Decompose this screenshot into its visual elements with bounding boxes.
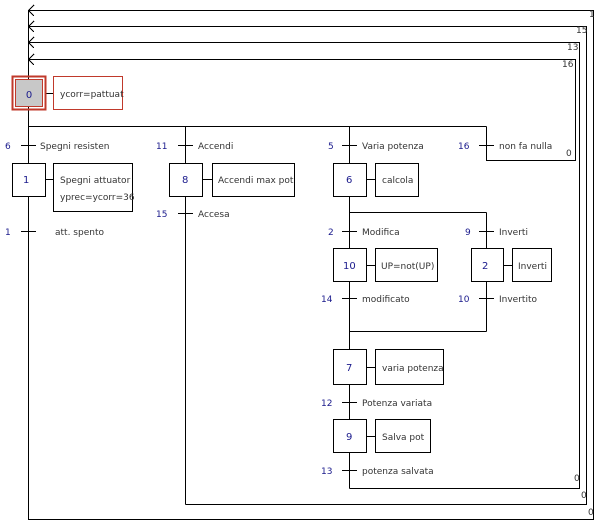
step-9[interactable]: 9 (333, 419, 367, 453)
step-1-action-line1: Spegni attuator (60, 176, 131, 186)
step-1-action-line2: yprec=ycorr=36 (60, 193, 135, 203)
step-2-number: 2 (482, 261, 488, 272)
transition-6-label: Spegni resisten (40, 142, 109, 152)
transition-9-number: 9 (465, 228, 471, 238)
loop-target-15: 15 (576, 26, 587, 36)
transition-9-label: Inverti (499, 228, 528, 238)
step-7-action-text: varia potenza (382, 364, 444, 374)
step-8-action[interactable]: Accendi max pot (212, 163, 295, 197)
loop-source-15: 0 (581, 491, 587, 501)
initial-step-action-text: ycorr=pattuat (60, 90, 124, 100)
loop-target-16: 16 (562, 60, 574, 70)
transition-10-number: 10 (458, 295, 470, 305)
transition-15-label: Accesa (198, 210, 230, 220)
loop-source-16: 0 (566, 149, 572, 159)
step-1-action[interactable]: Spegni attuator yprec=ycorr=36 (53, 163, 135, 212)
loop-source-labels: 0 0 0 0 (566, 149, 594, 518)
transition-11-number: 11 (156, 142, 167, 152)
step-6-action-text: calcola (382, 176, 413, 186)
return-loop-15 (28, 26, 587, 505)
transition-12-label: Potenza variata (362, 399, 432, 409)
step-10-action[interactable]: UP=not(UP) (375, 248, 438, 282)
arrow-loop-13 (27, 36, 35, 49)
transition-5-label: Varia potenza (362, 142, 424, 152)
transition-15-number: 15 (156, 210, 167, 220)
return-loop-13 (28, 42, 580, 489)
transition-16-number: 16 (458, 142, 470, 152)
step-7-action[interactable]: varia potenza (375, 349, 444, 385)
arrow-loop-1 (27, 4, 35, 17)
step-9-number: 9 (346, 432, 352, 443)
loop-target-13: 13 (567, 43, 578, 53)
step-9-action-text: Salva pot (382, 433, 425, 443)
initial-step-number: 0 (26, 90, 32, 101)
step-7-number: 7 (346, 363, 352, 374)
transition-5-number: 5 (328, 142, 334, 152)
transition-10-label: Invertito (499, 295, 537, 305)
step-10[interactable]: 10 (333, 248, 367, 282)
transition-1-number: 1 (5, 228, 11, 238)
loop-source-13: 0 (574, 474, 580, 484)
transition-2-number: 2 (328, 228, 334, 238)
step-6[interactable]: 6 (333, 163, 367, 197)
transition-2-label: Modifica (362, 228, 400, 238)
transition-11-label: Accendi (198, 142, 233, 152)
loop-source-1: 0 (588, 508, 594, 518)
transition-12-number: 12 (321, 399, 332, 409)
step-10-number: 10 (343, 261, 356, 272)
step-1[interactable]: 1 (12, 163, 46, 197)
step-8-action-text: Accendi max pot (218, 176, 294, 186)
loop-target-1: 1 (589, 10, 595, 20)
initial-step-action[interactable]: ycorr=pattuat (53, 76, 125, 110)
transition-6-number: 6 (5, 142, 11, 152)
step-7[interactable]: 7 (333, 349, 367, 385)
transition-13-number: 13 (321, 467, 332, 477)
step-8-number: 8 (182, 175, 188, 186)
step-2-action[interactable]: Inverti (512, 248, 552, 282)
transition-16-label: non fa nulla (499, 142, 552, 152)
transition-1-label: att. spento (55, 228, 104, 238)
step-6-action[interactable]: calcola (375, 163, 419, 197)
loop-target-labels: 1 15 13 16 (562, 10, 595, 70)
step-2-action-text: Inverti (518, 262, 547, 272)
step-2[interactable]: 2 (471, 248, 504, 282)
step-1-number: 1 (23, 175, 29, 186)
transition-labels: 6 Spegni resisten 1 att. spento 11 Accen… (5, 142, 552, 477)
arrow-loop-16 (27, 53, 35, 66)
step-9-action[interactable]: Salva pot (375, 419, 431, 453)
arrow-loop-15 (27, 20, 35, 33)
step-8[interactable]: 8 (169, 163, 203, 197)
transition-14-number: 14 (321, 295, 333, 305)
transition-14-label: modificato (362, 295, 410, 305)
initial-step[interactable]: 0 (11, 75, 47, 111)
transition-13-label: potenza salvata (362, 467, 434, 477)
step-10-action-text: UP=not(UP) (381, 262, 434, 272)
step-6-number: 6 (346, 175, 352, 186)
